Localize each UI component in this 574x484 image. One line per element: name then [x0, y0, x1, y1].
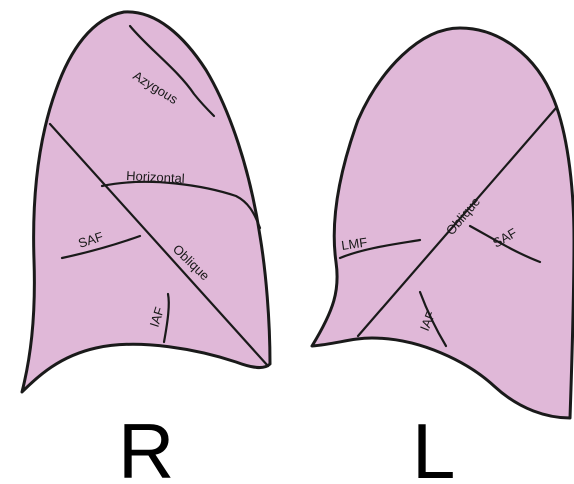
right-lung: Azygous Oblique Horizontal SAF IAF R	[22, 12, 270, 484]
right-side-label: R	[118, 407, 174, 484]
right-lung-outline	[22, 12, 270, 392]
left-lung-outline	[312, 28, 574, 418]
left-side-label: L	[412, 407, 455, 484]
left-lung: Oblique LMF SAF IAF L	[312, 28, 574, 484]
right-horizontal-label: Horizontal	[126, 168, 185, 186]
